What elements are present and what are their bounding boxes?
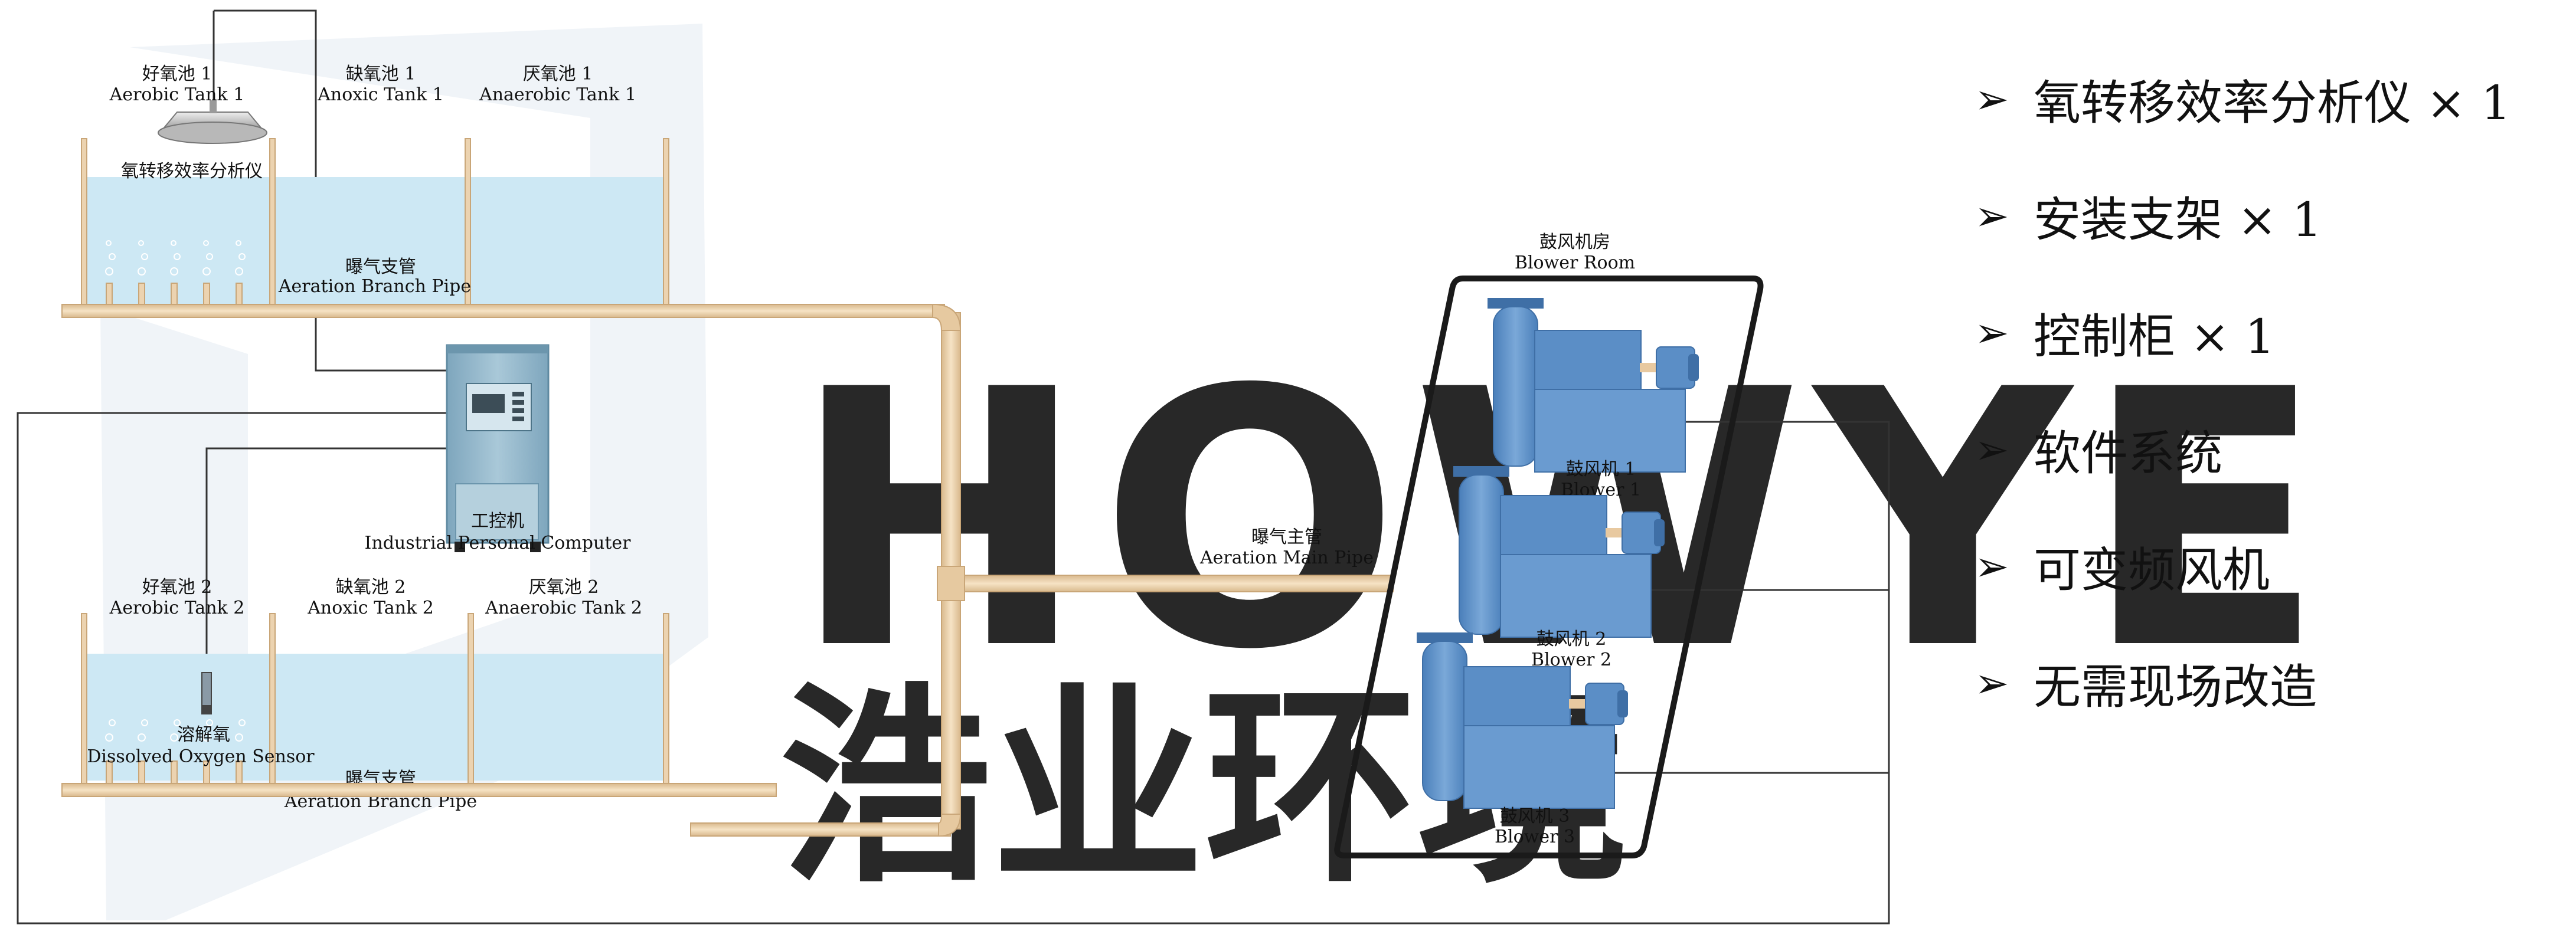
blower-1-cn: 鼓风机 1 — [1566, 459, 1636, 480]
computer-label-en: Industrial Personal Computer — [365, 533, 632, 553]
main-pipe — [944, 575, 1394, 592]
tank-2-anaerobic-en: Anaerobic Tank 2 — [485, 598, 642, 618]
blower-3-cn: 鼓风机 3 — [1500, 806, 1570, 827]
blower-3: 鼓风机 3 Blower 3 — [1417, 632, 1628, 847]
blower-room-outline — [1334, 276, 1764, 858]
tank-walls-2 — [81, 613, 669, 785]
feature-text: 控制柜 × 1 — [2034, 309, 2275, 364]
cabinet-buttons — [512, 392, 524, 421]
bullet-arrow-icon: ➢ — [1975, 192, 2009, 240]
sensor-label-cn: 溶解氧 — [177, 725, 230, 745]
tank-2-anaerobic-cn: 厌氧池 2 — [529, 577, 599, 598]
tank-group-2: 好氧池 2 Aerobic Tank 2 缺氧池 2 Anoxic Tank 2… — [81, 577, 669, 812]
aeration-pipes: 曝气主管 Aeration Main Pipe — [61, 303, 1394, 837]
diffusers-2 — [106, 760, 243, 785]
feature-item: ➢ 软件系统 — [1975, 391, 2565, 509]
tank-1-anaerobic-en: Anaerobic Tank 1 — [479, 84, 636, 105]
blower-room: 鼓风机房 Blower Room 鼓风机 1 Blower 1 鼓风机 2 Bl… — [1334, 232, 1764, 858]
tank-2-anoxic-en: Anoxic Tank 2 — [307, 598, 434, 618]
feature-text: 软件系统 — [2034, 426, 2222, 481]
blower-room-cn: 鼓风机房 — [1539, 232, 1610, 253]
branch-pipe-2 — [61, 783, 777, 797]
bullet-arrow-icon: ➢ — [1975, 659, 2009, 707]
tank-1-anoxic-en: Anoxic Tank 1 — [317, 84, 444, 105]
main-pipe-cn: 曝气主管 — [1251, 527, 1322, 548]
tank-1-anoxic-cn: 缺氧池 1 — [346, 64, 416, 84]
branch-pipe-1-en: Aeration Branch Pipe — [278, 276, 471, 297]
computer-label-cn: 工控机 — [471, 511, 524, 532]
elbow-bottom — [938, 814, 962, 837]
tank-1-aerobic-cn: 好氧池 1 — [142, 64, 213, 84]
main-pipe-en: Aeration Main Pipe — [1199, 548, 1374, 568]
tank-2-aerobic-en: Aerobic Tank 2 — [109, 598, 245, 618]
sensor-label-en: Dissolved Oxygen Sensor — [87, 746, 315, 767]
bullet-arrow-icon: ➢ — [1975, 309, 2009, 357]
return-pipe-2 — [690, 822, 951, 837]
analyzer-hood — [158, 100, 267, 144]
wire-sensor-to-computer — [205, 447, 449, 673]
feature-item: ➢ 控制柜 × 1 — [1975, 274, 2565, 392]
blower-room-en: Blower Room — [1515, 253, 1635, 273]
main-pipe-tee — [937, 566, 965, 601]
feature-item: ➢ 氧转移效率分析仪 × 1 — [1975, 40, 2565, 158]
wire-computer-loop — [17, 412, 1890, 925]
dissolved-oxygen-probe — [201, 672, 212, 714]
feature-item: ➢ 可变频风机 — [1975, 507, 2565, 625]
blower-3-en: Blower 3 — [1495, 827, 1575, 847]
bubbles-1 — [105, 240, 246, 276]
feature-item: ➢ 安装支架 × 1 — [1975, 157, 2565, 275]
blower-2-cn: 鼓风机 2 — [1537, 629, 1607, 650]
feature-item: ➢ 无需现场改造 — [1975, 624, 2565, 742]
feature-list: ➢ 氧转移效率分析仪 × 1 ➢ 安装支架 × 1 ➢ 控制柜 × 1 ➢ 软件… — [1975, 41, 2565, 742]
analyzer-label: 氧转移效率分析仪 — [121, 161, 263, 182]
bullet-arrow-icon: ➢ — [1975, 425, 2009, 474]
feature-text: 可变频风机 — [2034, 543, 2270, 598]
blower-1: 鼓风机 1 Blower 1 — [1488, 298, 1699, 500]
bullet-arrow-icon: ➢ — [1975, 542, 2009, 591]
tank-2-anoxic-cn: 缺氧池 2 — [336, 577, 406, 598]
feature-text: 无需现场改造 — [2034, 660, 2317, 714]
tank-water-2 — [86, 654, 667, 781]
industrial-computer: 工控机 Industrial Personal Computer — [365, 344, 632, 553]
blower-2: 鼓风机 2 Blower 2 — [1453, 466, 1665, 670]
tank-1-aerobic-en: Aerobic Tank 1 — [109, 84, 245, 105]
bullet-arrow-icon: ➢ — [1975, 75, 2009, 123]
tank-water-1 — [86, 177, 667, 304]
branch-pipe-1-cn: 曝气支管 — [345, 257, 416, 277]
bubbles-2 — [105, 719, 246, 742]
cabinet-top — [447, 345, 548, 353]
tank-1-anaerobic-cn: 厌氧池 1 — [523, 64, 593, 84]
signal-wires — [17, 9, 1890, 925]
feature-text: 安装支架 × 1 — [2034, 192, 2322, 247]
feature-text: 氧转移效率分析仪 × 1 — [2034, 76, 2511, 130]
tank-group-1: 好氧池 1 Aerobic Tank 1 缺氧池 1 Anoxic Tank 1… — [81, 64, 669, 307]
tank-2-aerobic-cn: 好氧池 2 — [142, 577, 213, 598]
branch-pipe-1 — [61, 304, 945, 318]
elbow-top — [932, 303, 962, 331]
cabinet-screen — [472, 394, 505, 413]
